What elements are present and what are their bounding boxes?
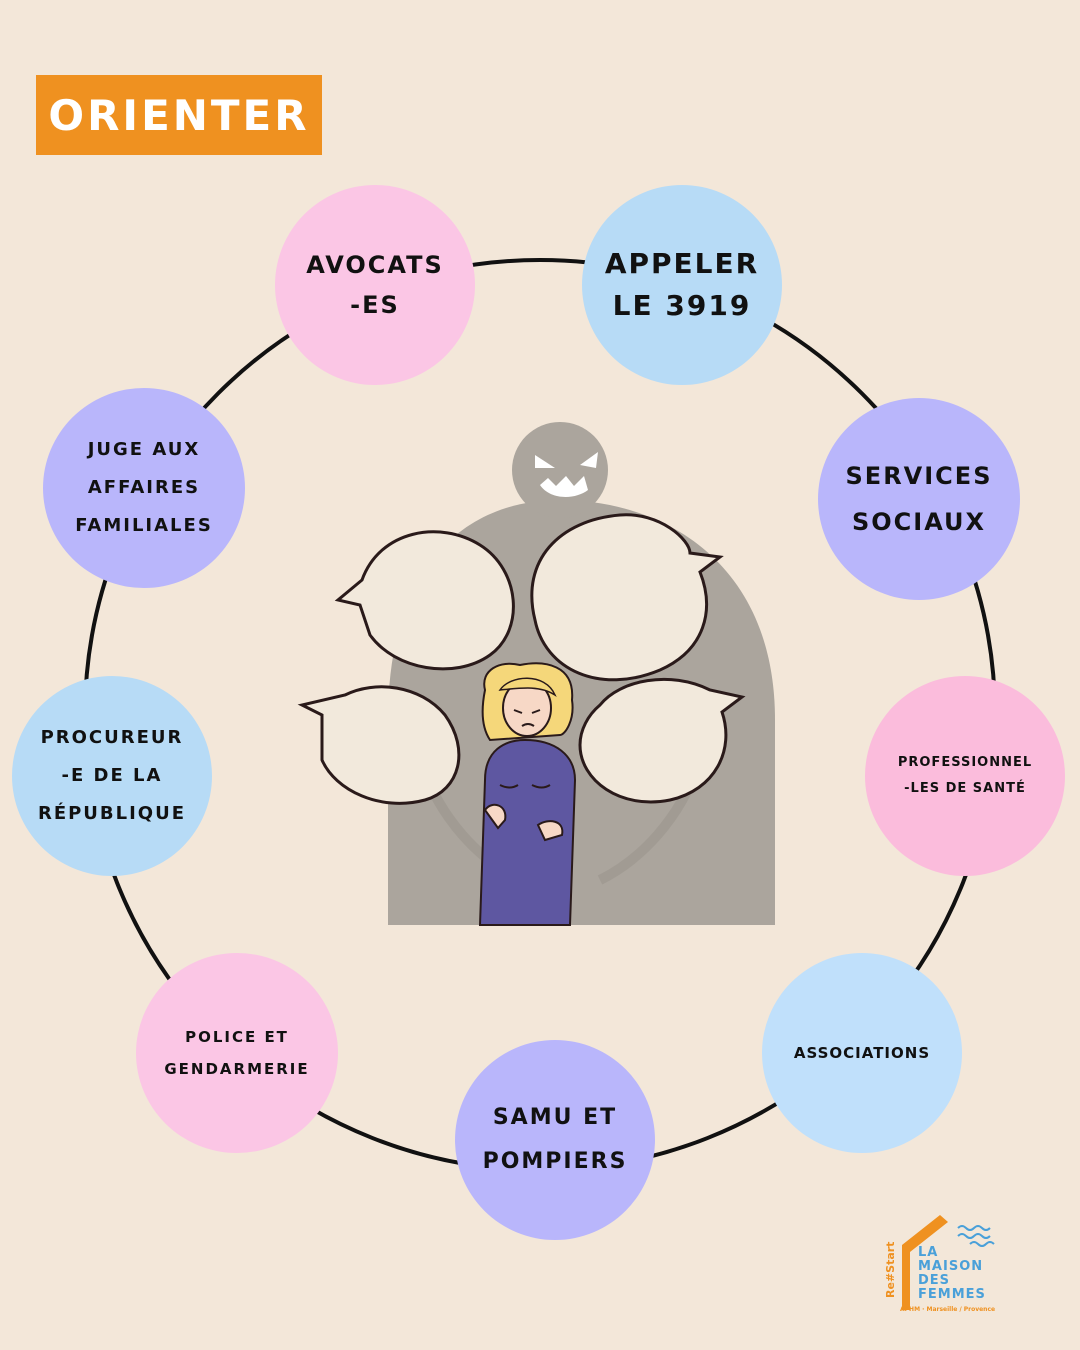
- bubble-services-sociaux: SERVICES SOCIAUX: [818, 398, 1020, 600]
- bubble-juge-affaires-familiales: JUGE AUX AFFAIRES FAMILIALES: [43, 388, 245, 588]
- bubble-professionnels-sante: PROFESSIONNEL -LES DE SANTÉ: [865, 676, 1065, 876]
- bubble-avocats: AVOCATS -ES: [275, 185, 475, 385]
- logo-line-2: MAISON: [918, 1260, 983, 1274]
- logo-subtitle: APHM · Marseille / Provence: [900, 1306, 995, 1313]
- bubble-associations: ASSOCIATIONS: [762, 953, 962, 1153]
- woman-figure: [480, 663, 575, 925]
- bubble-samu-pompiers: SAMU ET POMPIERS: [455, 1040, 655, 1240]
- maison-des-femmes-logo: Re#Start LA MAISON DES FEMMES APHM · Mar…: [880, 1210, 1000, 1320]
- logo-line-4: FEMMES: [918, 1288, 986, 1302]
- logo-line-1: LA: [918, 1246, 938, 1260]
- bubble-procureur: PROCUREUR -E DE LA RÉPUBLIQUE: [12, 676, 212, 876]
- page-title: ORIENTER: [48, 91, 309, 140]
- title-banner: ORIENTER: [36, 75, 322, 155]
- logo-restart-text: Re#Start: [884, 1242, 897, 1298]
- bubble-police-gendarmerie: POLICE ET GENDARMERIE: [136, 953, 338, 1153]
- logo-line-3: DES: [918, 1274, 950, 1288]
- bubble-appeler-3919: APPELER LE 3919: [582, 185, 782, 385]
